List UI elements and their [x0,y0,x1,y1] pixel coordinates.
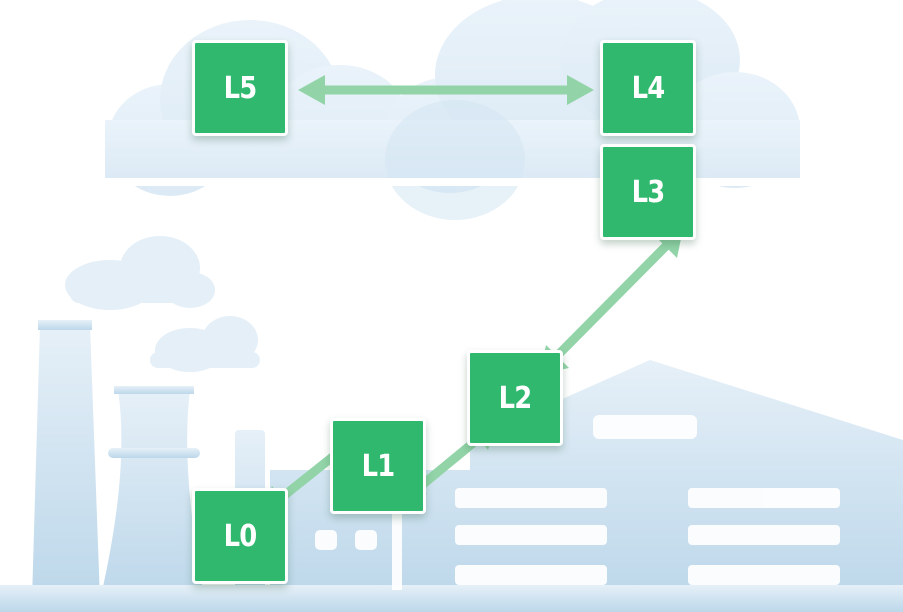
level-label-l4: L4 [631,70,666,106]
level-box-l4[interactable]: L4 [600,40,696,136]
level-box-l1[interactable]: L1 [330,418,426,514]
connector-l5-l4 [298,75,594,105]
factory-windows [315,415,840,590]
cloud-overlap-shape [385,100,525,220]
level-box-l0[interactable]: L0 [192,488,288,584]
level-label-l1: L1 [361,448,396,484]
cloud-base-mask [100,178,810,186]
level-box-l5[interactable]: L5 [192,40,288,136]
smoke-cloud-icon [65,236,260,372]
level-label-l5: L5 [223,70,258,106]
level-label-l0: L0 [223,518,258,554]
level-label-l2: L2 [498,380,533,416]
level-label-l3: L3 [631,174,666,210]
level-box-l2[interactable]: L2 [467,350,563,446]
level-box-l3[interactable]: L3 [600,144,696,240]
